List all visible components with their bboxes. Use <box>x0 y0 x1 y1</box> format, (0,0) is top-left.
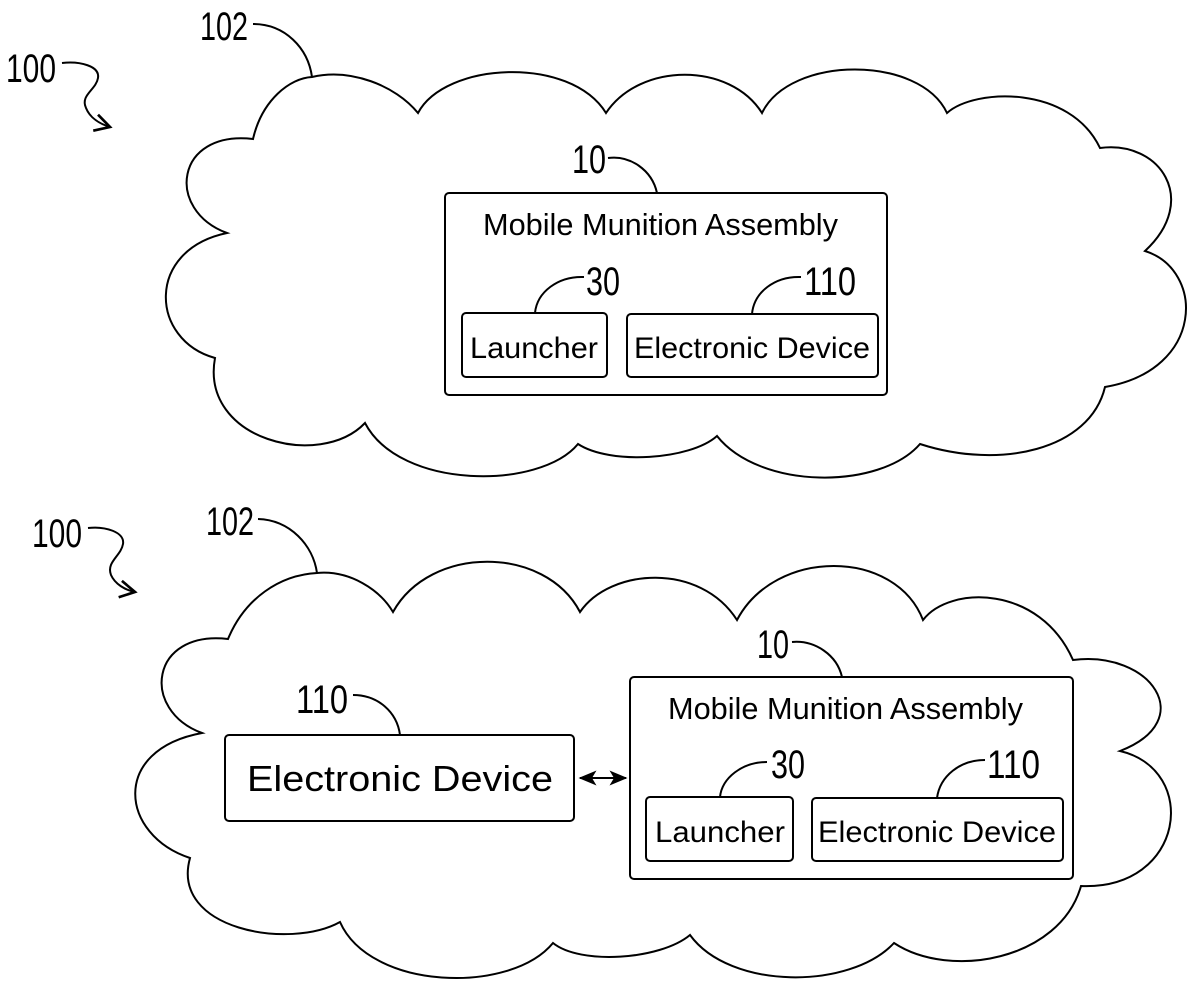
electronic-device-leader-line <box>936 759 986 799</box>
assembly-ref-label: 10 <box>757 623 789 667</box>
electronic-device-leader-line <box>751 275 802 315</box>
launcher-label: Launcher <box>470 332 598 365</box>
environment-leader-line <box>257 518 318 574</box>
electronic-device-ref-label: 110 <box>804 260 856 304</box>
system-ref-label: 100 <box>32 512 82 556</box>
launcher-ref-label: 30 <box>586 260 620 304</box>
environment-cloud <box>164 68 1187 479</box>
electronic-device-ref-label: 110 <box>987 743 1040 787</box>
assembly-title: Mobile Munition Assembly <box>483 207 838 242</box>
external-electronic-device-box <box>224 734 575 822</box>
launcher-label: Launcher <box>655 816 785 849</box>
assembly-leader-line <box>607 156 658 194</box>
launcher-ref-label: 30 <box>771 743 805 787</box>
figure-2: 100 102 110 Electronic Device 10 Mobile … <box>32 500 1172 979</box>
external-electronic-device-label: Electronic Device <box>247 758 553 799</box>
electronic-device-box <box>626 313 879 378</box>
assembly-ref-label: 10 <box>572 138 606 182</box>
external-device-ref-label: 110 <box>296 678 348 722</box>
external-device-leader-line <box>352 694 401 736</box>
electronic-device-label: Electronic Device <box>818 816 1056 849</box>
launcher-leader-line <box>719 761 768 798</box>
environment-ref-label: 102 <box>206 500 254 544</box>
system-pointer-arrow <box>87 526 138 599</box>
environment-cloud <box>134 560 1172 979</box>
electronic-device-box <box>811 797 1064 862</box>
launcher-leader-line <box>534 275 585 314</box>
environment-ref-label: 102 <box>200 5 248 49</box>
system-pointer-arrow <box>61 61 113 132</box>
assembly-title: Mobile Munition Assembly <box>668 691 1023 726</box>
launcher-box <box>645 796 794 862</box>
electronic-device-label: Electronic Device <box>634 332 870 365</box>
launcher-box <box>461 312 608 378</box>
assembly-leader-line <box>791 640 843 678</box>
environment-leader-line <box>252 23 313 78</box>
system-ref-label: 100 <box>6 47 56 91</box>
figure-1: 100 102 10 Mobile Munition Assembly 30 L… <box>6 5 1187 479</box>
